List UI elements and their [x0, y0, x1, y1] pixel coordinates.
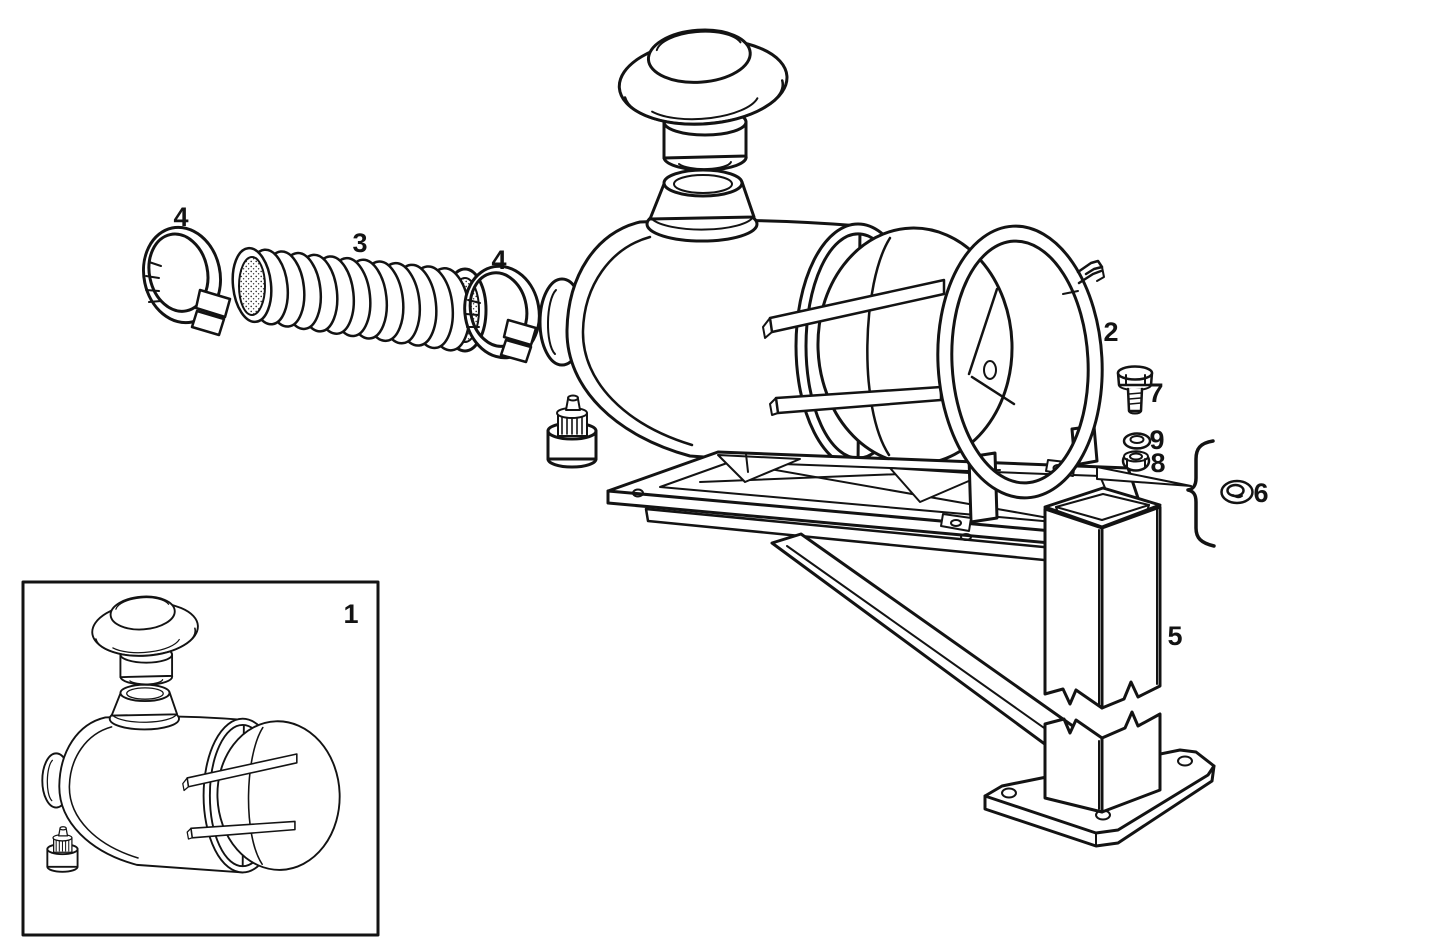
washer-9 — [1122, 432, 1152, 450]
bolt — [1116, 365, 1154, 415]
callout-6: 6 — [1253, 478, 1268, 508]
mounting-band — [936, 224, 1105, 500]
leader-pointer — [1096, 466, 1192, 487]
nut — [1121, 450, 1151, 472]
air-cleaner-assembly — [538, 28, 1014, 470]
hose-clamp-left — [142, 225, 232, 337]
hose-clamp-right — [463, 264, 541, 364]
callout-7: 7 — [1148, 378, 1163, 408]
grouping-brace — [1186, 439, 1216, 548]
callout-2: 2 — [1103, 317, 1118, 347]
callout-1: 1 — [343, 599, 358, 629]
dust-valve — [546, 394, 598, 469]
flexible-hose — [231, 246, 488, 353]
support-stand — [606, 424, 1216, 848]
callout-labels: 1 2 3 4 4 5 6 7 8 9 — [173, 202, 1268, 651]
callout-3: 3 — [352, 228, 367, 258]
inlet-neck — [648, 168, 756, 231]
callout-5: 5 — [1167, 621, 1182, 651]
callout-4-right: 4 — [491, 245, 506, 275]
mushroom-rain-cap — [617, 28, 789, 126]
band-clamp-tab — [1062, 259, 1105, 295]
stand-post — [1043, 486, 1162, 814]
washer-6 — [1220, 479, 1254, 505]
callout-4-left: 4 — [173, 202, 188, 232]
callout-8: 8 — [1150, 448, 1165, 478]
callout-9: 9 — [1149, 425, 1164, 455]
